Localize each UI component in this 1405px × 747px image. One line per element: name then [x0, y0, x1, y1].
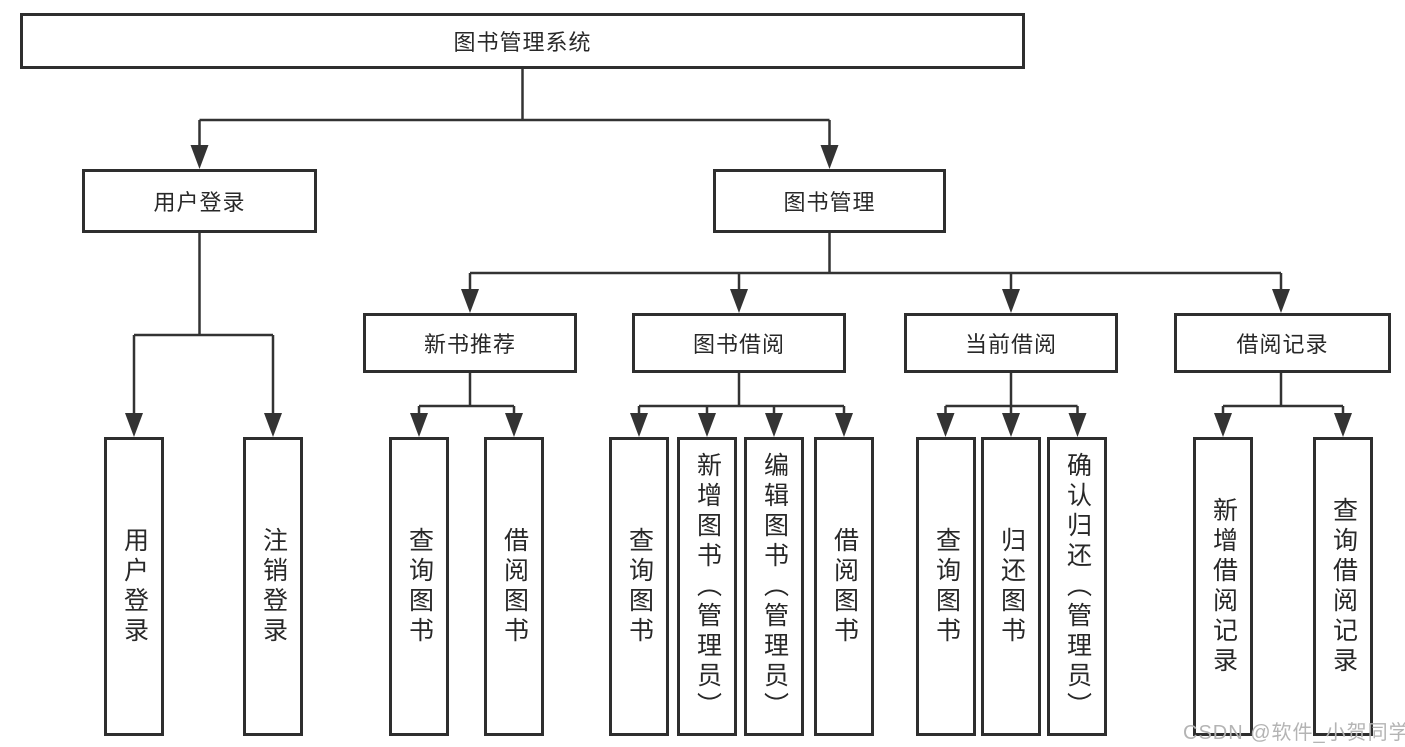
- leaf-confirm-return-admin: 确认归还（管理员）: [1047, 437, 1107, 736]
- node-user-login: 用户登录: [82, 169, 317, 233]
- leaf-return-books: 归还图书: [981, 437, 1041, 736]
- node-current-borrow: 当前借阅: [904, 313, 1118, 373]
- leaf-recommend-borrow-books: 借阅图书: [484, 437, 544, 736]
- leaf-borrow-query-books: 查询图书: [609, 437, 669, 736]
- node-library-system: 图书管理系统: [20, 13, 1025, 69]
- node-book-borrow: 图书借阅: [632, 313, 846, 373]
- leaf-add-borrow-record: 新增借阅记录: [1193, 437, 1253, 736]
- watermark: CSDN @软件_小贺同学: [1183, 722, 1405, 744]
- leaf-query-borrow-record: 查询借阅记录: [1313, 437, 1373, 736]
- node-book-management: 图书管理: [713, 169, 946, 233]
- leaf-borrow-books: 借阅图书: [814, 437, 874, 736]
- leaf-recommend-query-books: 查询图书: [389, 437, 449, 736]
- leaf-user-login: 用户登录: [104, 437, 164, 736]
- leaf-logout: 注销登录: [243, 437, 303, 736]
- node-new-book-recommend: 新书推荐: [363, 313, 577, 373]
- leaf-edit-books-admin: 编辑图书（管理员）: [744, 437, 804, 736]
- leaf-current-query-books: 查询图书: [916, 437, 976, 736]
- leaf-add-books-admin: 新增图书（管理员）: [677, 437, 737, 736]
- node-borrow-records: 借阅记录: [1174, 313, 1391, 373]
